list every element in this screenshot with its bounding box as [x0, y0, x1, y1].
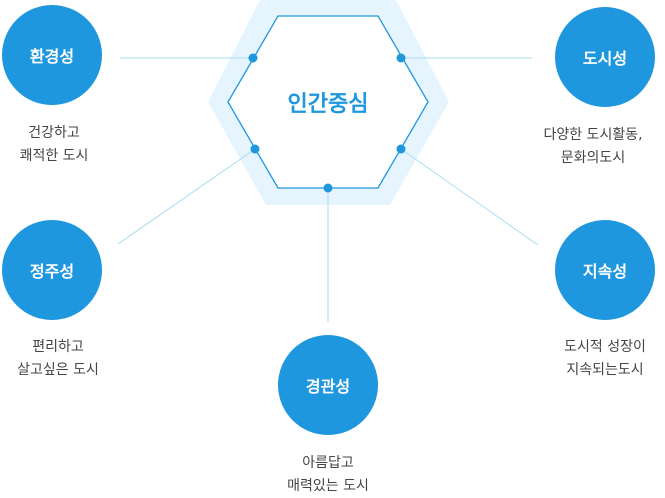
desc-line: 다양한 도시활동,	[543, 127, 643, 143]
connector-line	[400, 148, 539, 246]
inner-hexagon	[227, 15, 429, 189]
node-urbanity-desc: 다양한 도시활동, 문화의도시	[513, 124, 665, 170]
connector-line	[117, 148, 256, 245]
desc-line: 편리하고	[32, 339, 84, 355]
desc-line: 도시적 성장이	[564, 339, 646, 355]
node-sustainability: 지속성	[555, 220, 655, 320]
desc-line: 매력있는 도시	[287, 478, 369, 494]
node-environment: 환경성	[2, 5, 102, 105]
connector-dot	[323, 183, 333, 193]
desc-line: 지속되는도시	[566, 362, 644, 378]
center-label: 인간중심	[287, 92, 369, 117]
connector-dot	[396, 53, 406, 63]
desc-line: 아름답고	[302, 455, 354, 471]
node-landscape: 경관성	[278, 335, 378, 435]
connector-dot	[396, 144, 406, 154]
desc-line: 문화의도시	[560, 150, 626, 166]
connector-dot	[248, 53, 258, 63]
desc-line: 건강하고	[28, 125, 80, 141]
node-urbanity: 도시성	[555, 7, 655, 107]
desc-line: 쾌적한 도시	[19, 148, 89, 164]
desc-line: 살고싶은 도시	[17, 362, 99, 378]
node-livability: 정주성	[2, 220, 102, 320]
connector-dot	[250, 144, 260, 154]
